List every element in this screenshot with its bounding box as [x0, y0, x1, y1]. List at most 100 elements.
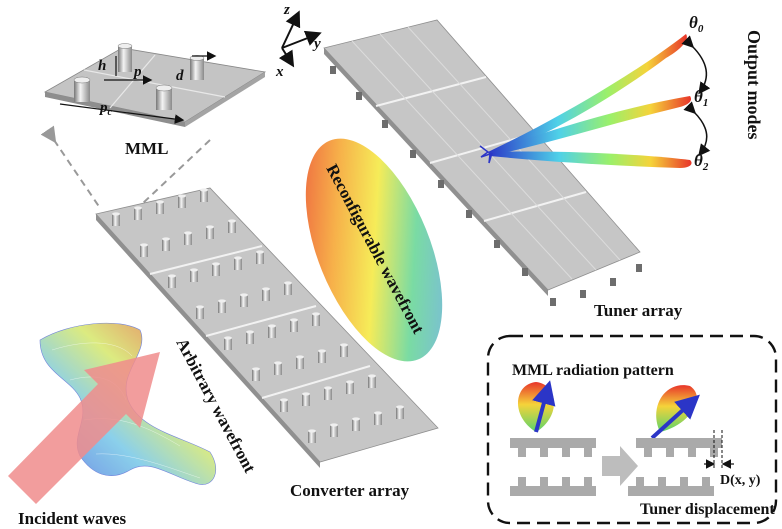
converter-pillar [318, 351, 326, 363]
converter-pillar [290, 320, 298, 332]
dim-d-label: d [176, 68, 184, 84]
converter-pillar-top [312, 312, 320, 316]
converter-pillar [206, 227, 214, 239]
tuner-tooth [688, 448, 696, 457]
converter-pillar-top [240, 293, 248, 297]
coordinate-axes: z y x [275, 2, 322, 80]
converter-pillar-top [140, 243, 148, 247]
converter-pillar-top [346, 380, 354, 384]
converter-pillar-top [296, 355, 304, 359]
converter-bar-left [510, 486, 596, 496]
converter-pillar-top [396, 405, 404, 409]
converter-pillar-top [284, 281, 292, 285]
tuner-foot [636, 264, 642, 272]
converter-pillar-top [274, 361, 282, 365]
tuner-foot [466, 210, 472, 218]
tuner-strip-divider [375, 76, 487, 107]
converter-pillar-top [268, 324, 276, 328]
mml-radiation-pattern-label: MML radiation pattern [512, 362, 674, 379]
mml-pillar [117, 43, 133, 72]
converter-pillar-top [184, 231, 192, 235]
converter-tooth [518, 477, 526, 486]
converter-pillar [240, 295, 248, 307]
converter-pillar [178, 196, 186, 208]
tuner-foot [550, 298, 556, 306]
tuner-tooth [584, 448, 592, 457]
output-beams: θ0 θ1 θ2 [479, 13, 711, 173]
converter-pillar [368, 376, 376, 388]
mml-divider [83, 69, 226, 98]
converter-pillar [312, 314, 320, 326]
converter-pillar [330, 425, 338, 437]
tuner-strip-divider [483, 191, 587, 222]
tuner-foot [580, 290, 586, 298]
theta2-label: θ2 [694, 151, 709, 173]
converter-pillar [224, 338, 232, 350]
converter-strip-divider [149, 245, 263, 275]
converter-pillar [262, 289, 270, 301]
tuner-foot [356, 92, 362, 100]
mml-pillar [155, 84, 173, 110]
tuner-foot [330, 66, 336, 74]
axis-x [278, 47, 295, 68]
converter-tooth [636, 477, 644, 486]
converter-pillar-top [290, 318, 298, 322]
converter-pillar-top [224, 336, 232, 340]
converter-pillar-top [178, 194, 186, 198]
converter-pillar [284, 283, 292, 295]
converter-pillar-top [262, 287, 270, 291]
tuner-bar-right [636, 438, 722, 448]
converter-pillar-top [112, 212, 120, 216]
converter-plate-edge [96, 214, 320, 468]
converter-pillar-top [324, 386, 332, 390]
converter-pillar [302, 394, 310, 406]
converter-strip-divider [261, 365, 371, 399]
tuner-displacement-label: Tuner displacement [640, 501, 775, 518]
structure-left [510, 438, 596, 496]
converter-tooth [584, 477, 592, 486]
mml-pillar [189, 55, 205, 80]
tuner-array-label: Tuner array [594, 301, 683, 320]
converter-pillar [246, 332, 254, 344]
converter-pillar-top [308, 429, 316, 433]
converter-array-label: Converter array [290, 481, 410, 500]
converter-pillar-top [190, 268, 198, 272]
converter-pillar [256, 252, 264, 264]
dim-pc-arrow [59, 103, 185, 124]
displacement-symbol: D(x, y) [720, 473, 761, 488]
converter-pillar [352, 419, 360, 431]
theta0-label: θ0 [689, 13, 704, 35]
incident-wave-arrow [8, 352, 160, 504]
wavefront-ellipse [305, 138, 443, 362]
structure-right [628, 438, 722, 496]
tuner-foot [610, 278, 616, 286]
converter-pillar [112, 214, 120, 226]
converter-pillar-top [156, 200, 164, 204]
mml-unit-cell: h p d pc [43, 43, 267, 127]
converter-pillar [196, 307, 204, 319]
mode-arrow-1 [681, 35, 711, 95]
converter-pillar [396, 407, 404, 419]
converter-pillar-top [302, 392, 310, 396]
converter-tooth [540, 477, 548, 486]
mode-arrow-2 [683, 101, 711, 157]
tuner-foot [494, 240, 500, 248]
axis-z [281, 10, 301, 49]
mml-plate-side [185, 72, 265, 127]
beam-theta0 [488, 34, 687, 156]
axis-y-label: y [312, 36, 321, 52]
mml-label: MML [125, 139, 168, 158]
dim-pc-label: pc [98, 100, 113, 118]
converter-pillar [156, 202, 164, 214]
wave-mesh-line [51, 342, 133, 357]
converter-bar-right [628, 486, 714, 496]
converter-pillar [324, 388, 332, 400]
inset-box: MML radiation pattern [486, 334, 778, 525]
converter-pillar-top [228, 219, 236, 223]
tuner-foot [410, 150, 416, 158]
converter-pillar [228, 221, 236, 233]
converter-pillar [296, 357, 304, 369]
converter-pillar [218, 301, 226, 313]
converter-pillar-top [368, 374, 376, 378]
converter-pillar-top [318, 349, 326, 353]
